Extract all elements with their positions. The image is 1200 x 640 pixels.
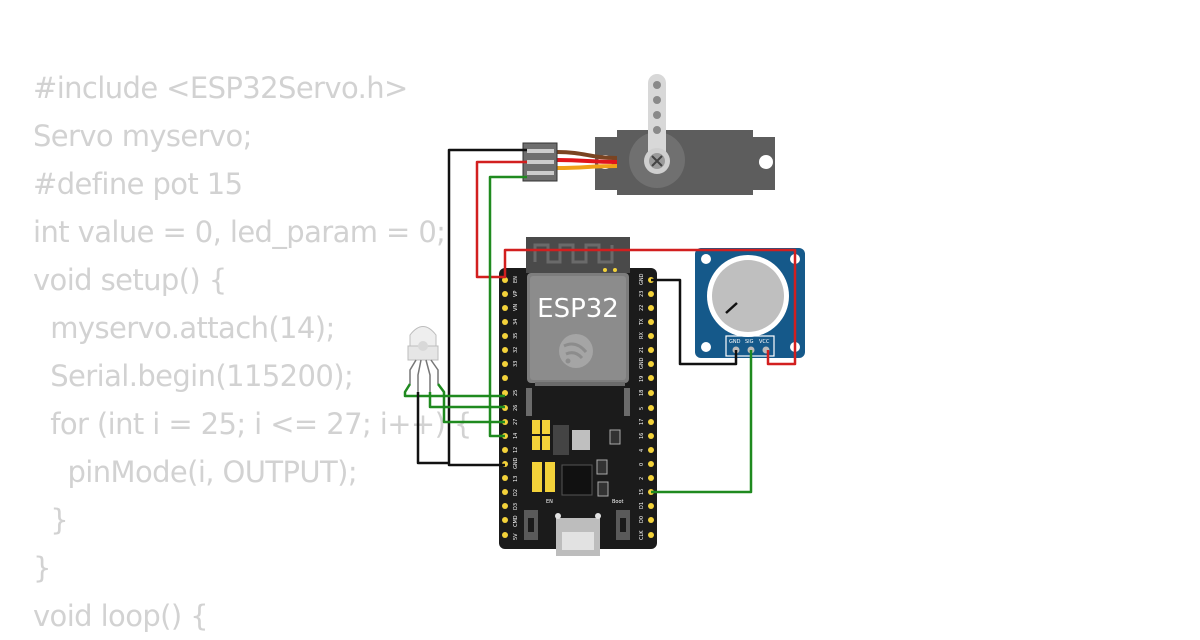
chip-label: ESP32	[537, 294, 619, 324]
rgb-led[interactable]	[407, 326, 439, 393]
esp32-board[interactable]: ESP32 EN Boot	[499, 237, 657, 556]
svg-text:13: 13	[513, 476, 519, 482]
svg-text:VP: VP	[513, 291, 519, 297]
pot-pin-vcc-label: VCC	[759, 339, 770, 345]
code-line: Serial.begin(115200);	[33, 359, 354, 393]
svg-text:CLK: CLK	[639, 530, 645, 540]
svg-text:21: 21	[639, 347, 645, 353]
en-button-label: EN	[546, 499, 553, 505]
code-line: pinMode(i, OUTPUT);	[33, 455, 358, 489]
svg-text:TX: TX	[639, 318, 645, 326]
svg-text:0: 0	[639, 463, 645, 466]
svg-text:5V: 5V	[513, 533, 519, 540]
svg-text:33: 33	[513, 361, 519, 367]
wires	[403, 148, 797, 494]
svg-text:15: 15	[639, 489, 645, 495]
knob-indicator	[725, 302, 738, 314]
svg-text:35: 35	[513, 333, 519, 339]
svg-text:GND: GND	[639, 273, 645, 285]
wire-led-blue	[437, 383, 505, 424]
code-line: myservo.attach(14);	[33, 311, 335, 345]
svg-text:16: 16	[639, 433, 645, 439]
svg-text:19: 19	[639, 376, 645, 382]
svg-text:VN: VN	[513, 304, 519, 311]
code-line: }	[33, 503, 69, 537]
code-line: for (int i = 25; i <= 27; i++) {	[33, 407, 472, 441]
code-line: #include <ESP32Servo.h>	[33, 71, 408, 105]
svg-text:26: 26	[513, 405, 519, 411]
wire-servo-gnd	[447, 148, 527, 467]
svg-text:2: 2	[639, 477, 645, 480]
code-line: void loop() {	[33, 599, 209, 633]
svg-text:27: 27	[513, 419, 519, 425]
wire-led-common	[416, 392, 449, 465]
pot-pin-sig-label: SIG	[745, 339, 754, 345]
code-line: }	[33, 551, 51, 585]
svg-text:RX: RX	[639, 332, 645, 339]
svg-text:18: 18	[639, 390, 645, 396]
right-pin-labels: GND 23 22 TX RX 21 GND 19 18 5 17 16 4 0…	[639, 273, 645, 540]
svg-text:4: 4	[639, 449, 645, 452]
svg-text:5: 5	[639, 407, 645, 410]
svg-text:D0: D0	[639, 516, 645, 523]
wire-led-green	[428, 392, 505, 409]
svg-text:EN: EN	[513, 276, 519, 283]
potentiometer-module[interactable]: GND SIG VCC	[695, 248, 805, 358]
svg-text:D3: D3	[513, 503, 519, 510]
wire-pot-signal	[651, 350, 753, 494]
code-line: Servo myservo;	[33, 119, 252, 153]
svg-text:D1: D1	[639, 502, 645, 509]
wire-pot-gnd	[651, 278, 738, 366]
left-pin-labels: EN VP VN 34 35 32 33 25 26 27 14 12 GND …	[513, 276, 519, 540]
svg-text:12: 12	[513, 447, 519, 453]
svg-text:GND: GND	[639, 357, 645, 369]
svg-text:34: 34	[513, 319, 519, 325]
svg-text:23: 23	[639, 291, 645, 297]
svg-text:17: 17	[639, 419, 645, 425]
svg-text:D2: D2	[513, 489, 519, 496]
espressif-logo-icon	[559, 334, 593, 368]
svg-text:22: 22	[639, 305, 645, 311]
boot-button-label: Boot	[612, 499, 624, 505]
svg-text:GND: GND	[513, 457, 519, 469]
wire-led-red	[403, 383, 505, 398]
svg-text:14: 14	[513, 433, 519, 439]
svg-text:CMD: CMD	[513, 515, 519, 527]
code-line: #define pot 15	[33, 167, 243, 201]
code-line: int value = 0, led_param = 0;	[33, 215, 446, 249]
right-pin-header	[648, 277, 654, 538]
code-overlay: #include <ESP32Servo.h> Servo myservo; #…	[33, 64, 472, 640]
wire-servo-signal	[488, 175, 527, 438]
pot-pin-gnd-label: GND	[729, 339, 741, 345]
servo-motor[interactable]	[522, 74, 775, 195]
svg-text:32: 32	[513, 347, 519, 353]
svg-text:25: 25	[513, 390, 519, 396]
wire-servo-vcc	[475, 160, 797, 366]
code-line: void setup() {	[33, 263, 227, 297]
